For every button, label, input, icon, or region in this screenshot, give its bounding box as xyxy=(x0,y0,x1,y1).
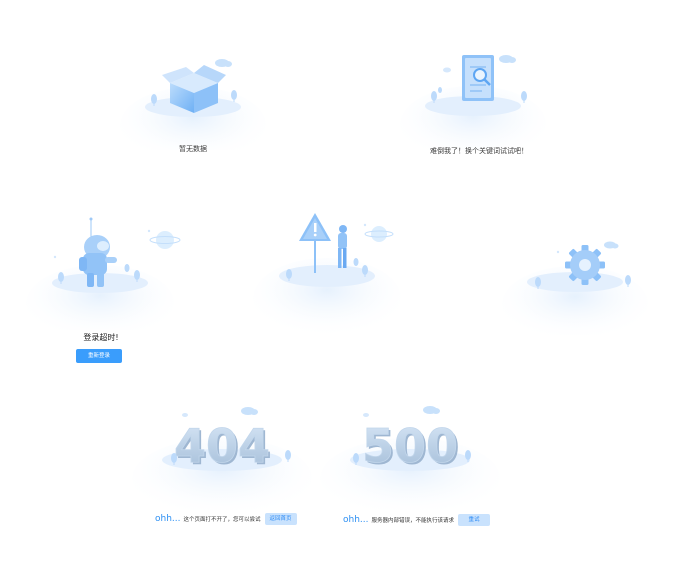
code-404-shadow: 404 xyxy=(176,421,272,475)
no-results-label: 难倒我了！换个关键词试试吧！ xyxy=(430,147,528,155)
astronaut-illustration xyxy=(25,215,185,330)
error-404-row: ohh... 这个页面打不开了，您可以尝试 返回首页 xyxy=(155,513,297,525)
error-500-message: 服务器内部错误，不能执行该请求 xyxy=(371,518,455,524)
empty-data-label: 暂无数据 xyxy=(179,145,207,153)
back-home-button[interactable]: 返回首页 xyxy=(264,513,297,525)
empty-box-illustration xyxy=(118,55,273,150)
error-500-row: ohh... 服务器内部错误，不能执行该请求 重试 xyxy=(343,514,491,526)
warning-sign-illustration xyxy=(253,208,413,333)
code-404: 404 xyxy=(174,419,270,473)
error-404-illustration: 404 404 xyxy=(130,400,315,510)
error-404-message: 这个页面打不开了，您可以尝试 xyxy=(183,517,261,523)
relogin-button[interactable]: 重新登录 xyxy=(76,349,122,363)
ohh-prefix: ohh... xyxy=(155,514,181,524)
error-500-illustration: 500 500 xyxy=(318,400,503,510)
gear-illustration xyxy=(500,230,655,335)
retry-button[interactable]: 重试 xyxy=(458,514,491,526)
code-500-shadow: 500 xyxy=(364,421,460,475)
login-timeout-label: 登录超时! xyxy=(83,333,119,342)
code-500: 500 xyxy=(362,419,458,473)
ohh-prefix: ohh... xyxy=(343,515,369,525)
search-document-illustration xyxy=(398,50,553,150)
